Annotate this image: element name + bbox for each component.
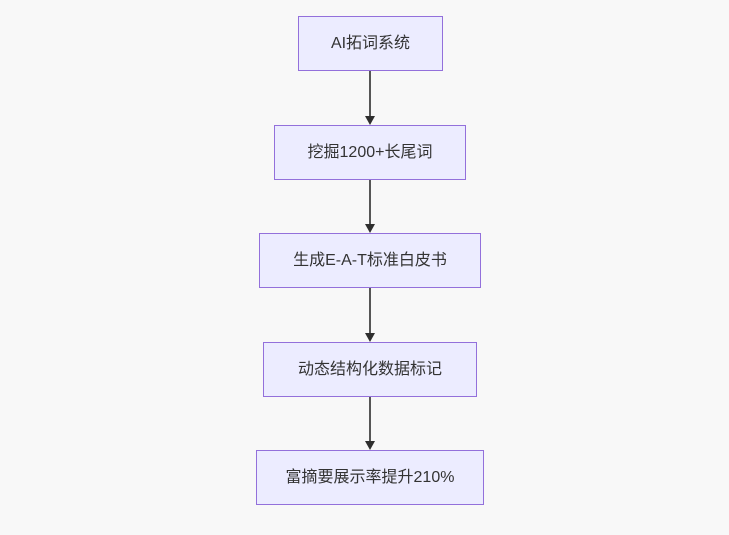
edge-n4-n5 — [364, 397, 376, 450]
edge-line — [369, 180, 371, 226]
flow-node-generate-eat-whitepaper: 生成E-A-T标准白皮书 — [259, 233, 481, 288]
arrow-down-icon — [365, 224, 375, 233]
flow-node-mine-longtail-keywords: 挖掘1200+长尾词 — [274, 125, 466, 180]
edge-n2-n3 — [364, 180, 376, 233]
arrow-down-icon — [365, 116, 375, 125]
flow-node-ai-word-expansion-system: AI拓词系统 — [298, 16, 443, 71]
arrow-down-icon — [365, 441, 375, 450]
edge-n3-n4 — [364, 288, 376, 342]
flow-node-dynamic-structured-data-markup: 动态结构化数据标记 — [263, 342, 477, 397]
flow-node-label: AI拓词系统 — [330, 34, 411, 52]
edge-n1-n2 — [364, 71, 376, 125]
edge-line — [369, 288, 371, 335]
flow-node-label: 生成E-A-T标准白皮书 — [293, 251, 447, 269]
edge-line — [369, 71, 371, 118]
flow-node-label: 挖掘1200+长尾词 — [307, 143, 433, 161]
flow-node-label: 动态结构化数据标记 — [297, 360, 442, 378]
flow-node-label: 富摘要展示率提升210% — [285, 468, 455, 486]
edge-line — [369, 397, 371, 443]
arrow-down-icon — [365, 333, 375, 342]
flow-node-rich-snippet-rate-increase: 富摘要展示率提升210% — [256, 450, 484, 505]
